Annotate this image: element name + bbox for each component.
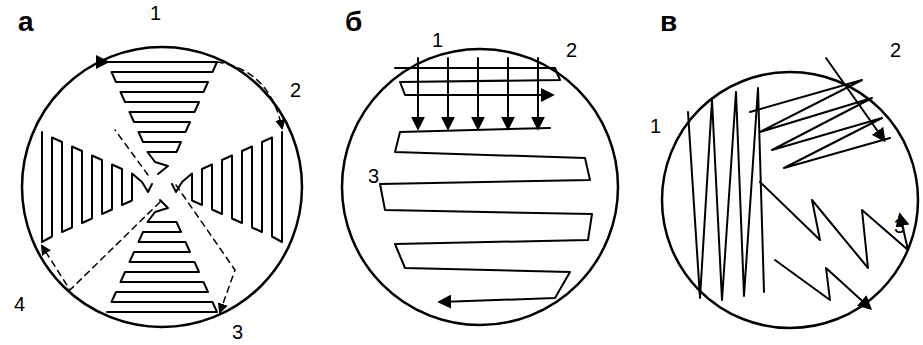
- panel-letter: б: [345, 8, 362, 36]
- panel-letter: в: [660, 8, 677, 36]
- callout-number: 3: [368, 166, 379, 186]
- streak: [172, 132, 282, 242]
- panel-letter: а: [18, 8, 34, 36]
- callout-number: 2: [890, 40, 901, 60]
- callout-number: 3: [232, 322, 243, 342]
- callout-number: 2: [290, 80, 301, 100]
- streak: [107, 200, 217, 312]
- dashed-path: [42, 202, 160, 290]
- callout-number: 4: [14, 294, 25, 314]
- dashed-path: [176, 185, 235, 312]
- streak: [775, 260, 870, 308]
- streak: [760, 182, 908, 268]
- cross-streak: [537, 58, 539, 128]
- petri-dish: [342, 49, 618, 325]
- cross-streak: [447, 58, 449, 128]
- petri-dish: [662, 72, 918, 328]
- cross-streak: [477, 58, 479, 128]
- dashed-path: [115, 130, 148, 175]
- streak: [107, 62, 217, 174]
- cross-streak: [417, 58, 419, 128]
- callout-number: 3: [894, 216, 905, 236]
- callout-number: 1: [650, 116, 661, 136]
- callout-number: 2: [566, 40, 577, 60]
- petri-dish: [22, 47, 302, 327]
- callout-number: 1: [150, 3, 161, 23]
- cross-streak: [826, 58, 884, 140]
- dashed-path: [217, 62, 282, 128]
- callout-number: 1: [432, 30, 443, 50]
- streak: [380, 128, 592, 302]
- streak: [750, 80, 890, 168]
- cross-streak: [507, 58, 509, 128]
- streak: [688, 88, 764, 300]
